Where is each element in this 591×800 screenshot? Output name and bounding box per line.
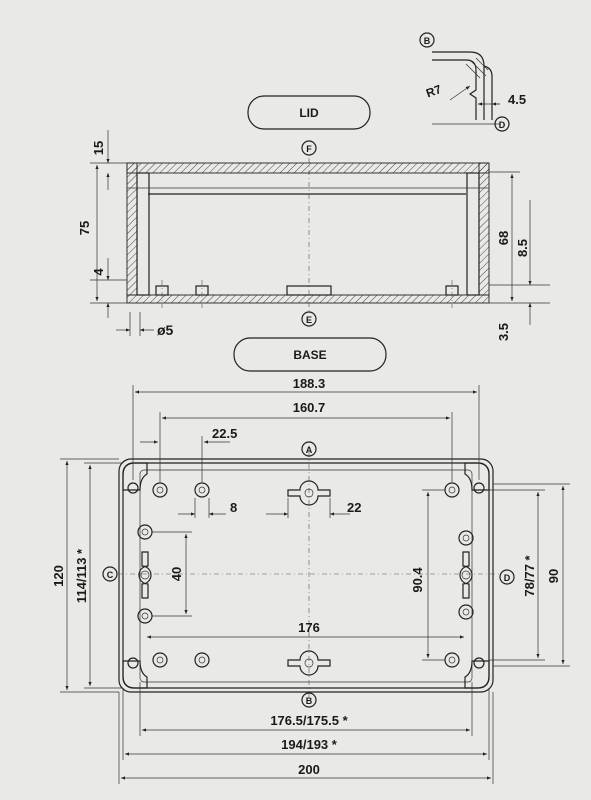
dim-inner-height: 68 <box>496 231 511 245</box>
dim-114-113: 114/113 * <box>74 548 89 603</box>
marker-a: A <box>301 441 317 457</box>
base-label: BASE <box>233 337 387 372</box>
slot-bosses <box>138 480 473 676</box>
detail-radius: R7 <box>424 82 444 101</box>
marker-d: D <box>499 569 515 585</box>
dim-176-5: 176.5/175.5 * <box>270 713 348 728</box>
dim-90-4: 90.4 <box>410 567 425 593</box>
dim-base-thickness: 3.5 <box>496 323 511 341</box>
dim-90: 90 <box>546 569 561 583</box>
top-view: A B C D 188.3 160.7 22.5 8 <box>51 376 570 784</box>
svg-text:D: D <box>499 120 506 130</box>
dim-lid-height: 15 <box>91 141 106 155</box>
svg-text:E: E <box>306 315 312 325</box>
svg-text:BASE: BASE <box>293 348 326 362</box>
corner-screws <box>122 462 490 689</box>
marker-c: C <box>102 566 118 582</box>
dim-right-small: 8.5 <box>515 239 530 257</box>
svg-text:LID: LID <box>299 106 319 120</box>
dim-bottom: 4 <box>91 268 106 276</box>
svg-text:F: F <box>306 144 312 154</box>
svg-text:B: B <box>306 696 313 706</box>
svg-text:B: B <box>424 36 431 46</box>
dim-total-height: 75 <box>77 221 92 235</box>
dim-176: 176 <box>298 620 320 635</box>
svg-text:C: C <box>107 570 114 580</box>
marker-e: E <box>301 311 317 327</box>
dim-194-193: 194/193 * <box>281 737 338 752</box>
dim-40: 40 <box>169 567 184 581</box>
marker-b-top: B <box>419 32 435 48</box>
dim-200: 200 <box>298 762 320 777</box>
marker-b: B <box>301 692 317 708</box>
detail-offset: 4.5 <box>508 92 526 107</box>
svg-text:A: A <box>306 445 313 455</box>
dim-8: 8 <box>230 500 237 515</box>
side-section-view: F 15 75 4 <box>77 130 550 341</box>
dim-22: 22 <box>347 500 361 515</box>
dim-22-5: 22.5 <box>212 426 237 441</box>
dim-188-3: 188.3 <box>293 376 326 391</box>
corner-detail: R7 4.5 B D <box>419 32 526 132</box>
lid-label: LID <box>247 95 371 130</box>
dim-120: 120 <box>51 565 66 587</box>
svg-text:D: D <box>504 573 511 583</box>
marker-f: F <box>301 140 317 156</box>
marker-d-top: D <box>494 116 510 132</box>
dim-160-7: 160.7 <box>293 400 326 415</box>
dim-diameter: ø5 <box>157 322 174 338</box>
dim-78-77: 78/77 * <box>522 554 537 596</box>
